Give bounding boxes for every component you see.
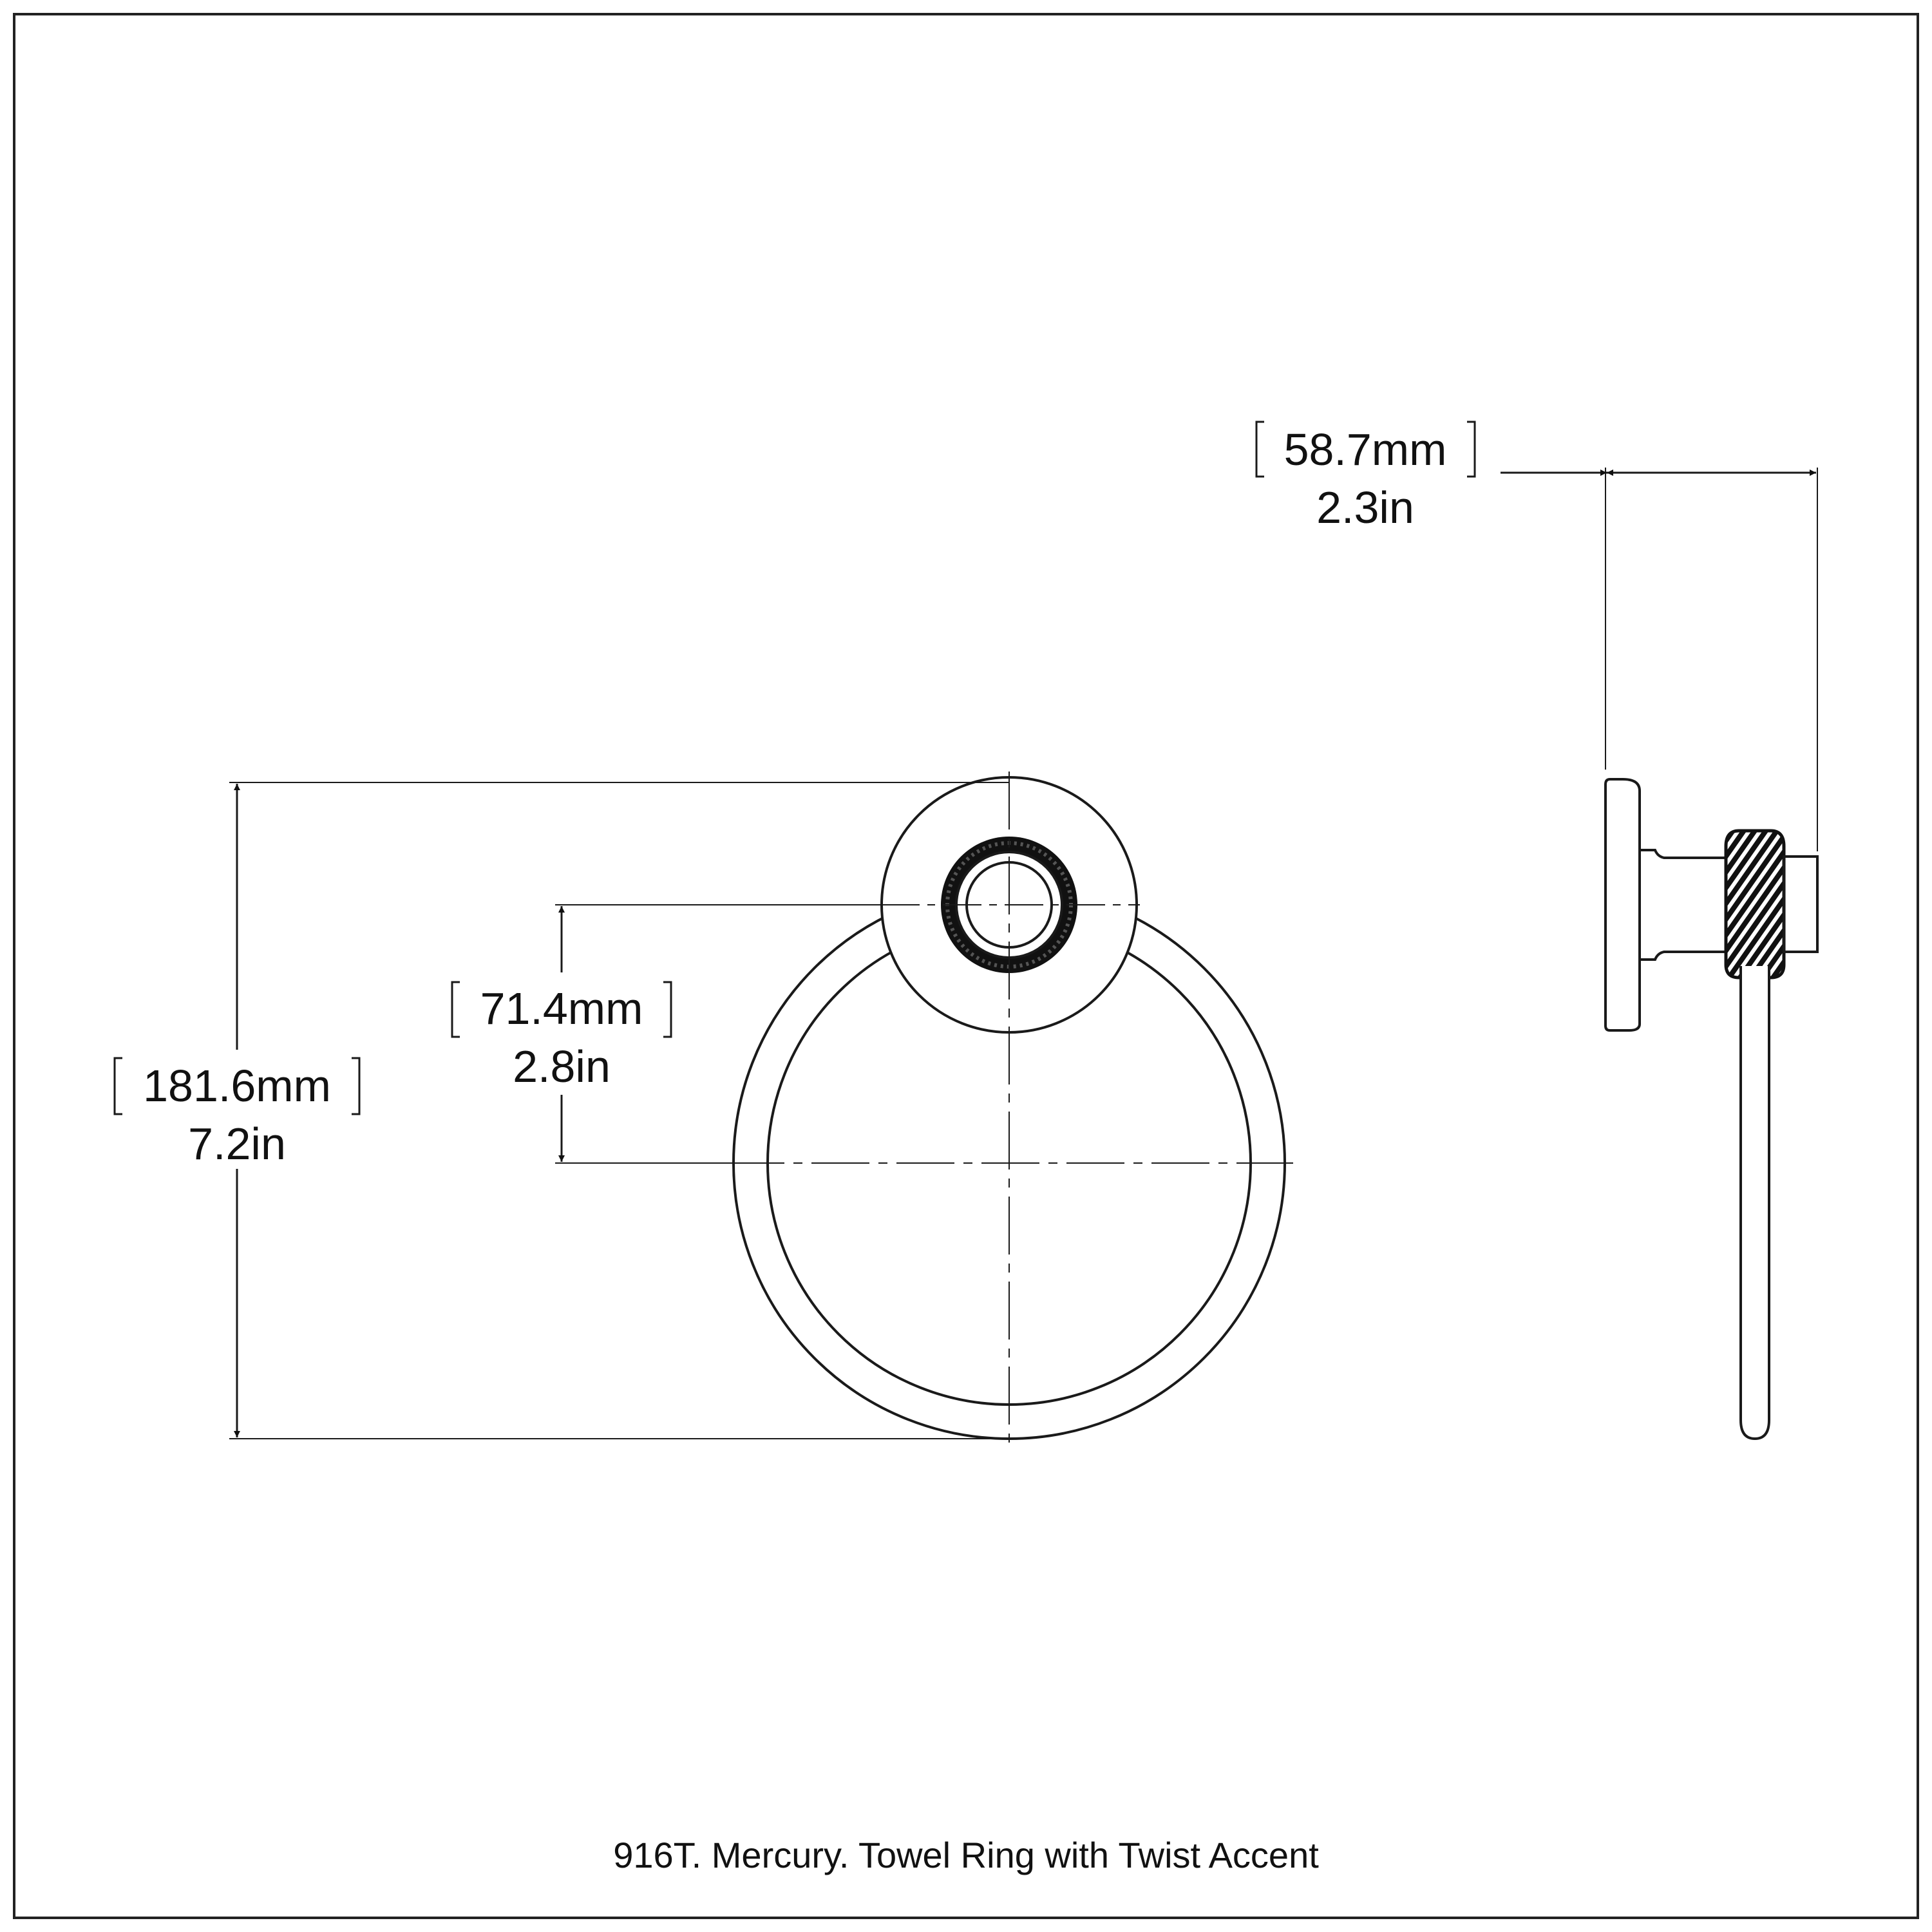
bracket-left xyxy=(451,981,460,1038)
projection-mm: 58.7mm xyxy=(1284,424,1447,475)
dimension-projection: 58.7mm 2.3in xyxy=(1255,421,1818,851)
dimension-mount-to-center: 71.4mm 2.8in xyxy=(451,904,902,1164)
overall-height-in: 7.2in xyxy=(188,1119,286,1169)
bracket-right xyxy=(663,981,672,1038)
bracket-left xyxy=(1255,421,1264,478)
drawing-border xyxy=(13,13,1919,1919)
side-post xyxy=(1640,849,1727,961)
front-view xyxy=(726,772,1293,1444)
mount-to-center-in: 2.8in xyxy=(513,1041,611,1092)
dimension-overall-height: 181.6mm 7.2in xyxy=(113,782,1009,1439)
bracket-right xyxy=(352,1057,361,1115)
side-ring-profile xyxy=(1739,966,1770,1441)
side-end-cap xyxy=(1783,855,1819,953)
side-view xyxy=(1604,778,1819,1441)
overall-height-mm: 181.6mm xyxy=(143,1061,331,1111)
bracket-right xyxy=(1467,421,1476,478)
mount-to-center-mm: 71.4mm xyxy=(480,983,643,1034)
bracket-left xyxy=(113,1057,122,1115)
side-wall-plate xyxy=(1604,778,1641,1032)
side-twist-collar xyxy=(1724,829,1786,980)
drawing-caption: 916T. Mercury. Towel Ring with Twist Acc… xyxy=(613,1835,1319,1875)
projection-in: 2.3in xyxy=(1316,482,1414,533)
